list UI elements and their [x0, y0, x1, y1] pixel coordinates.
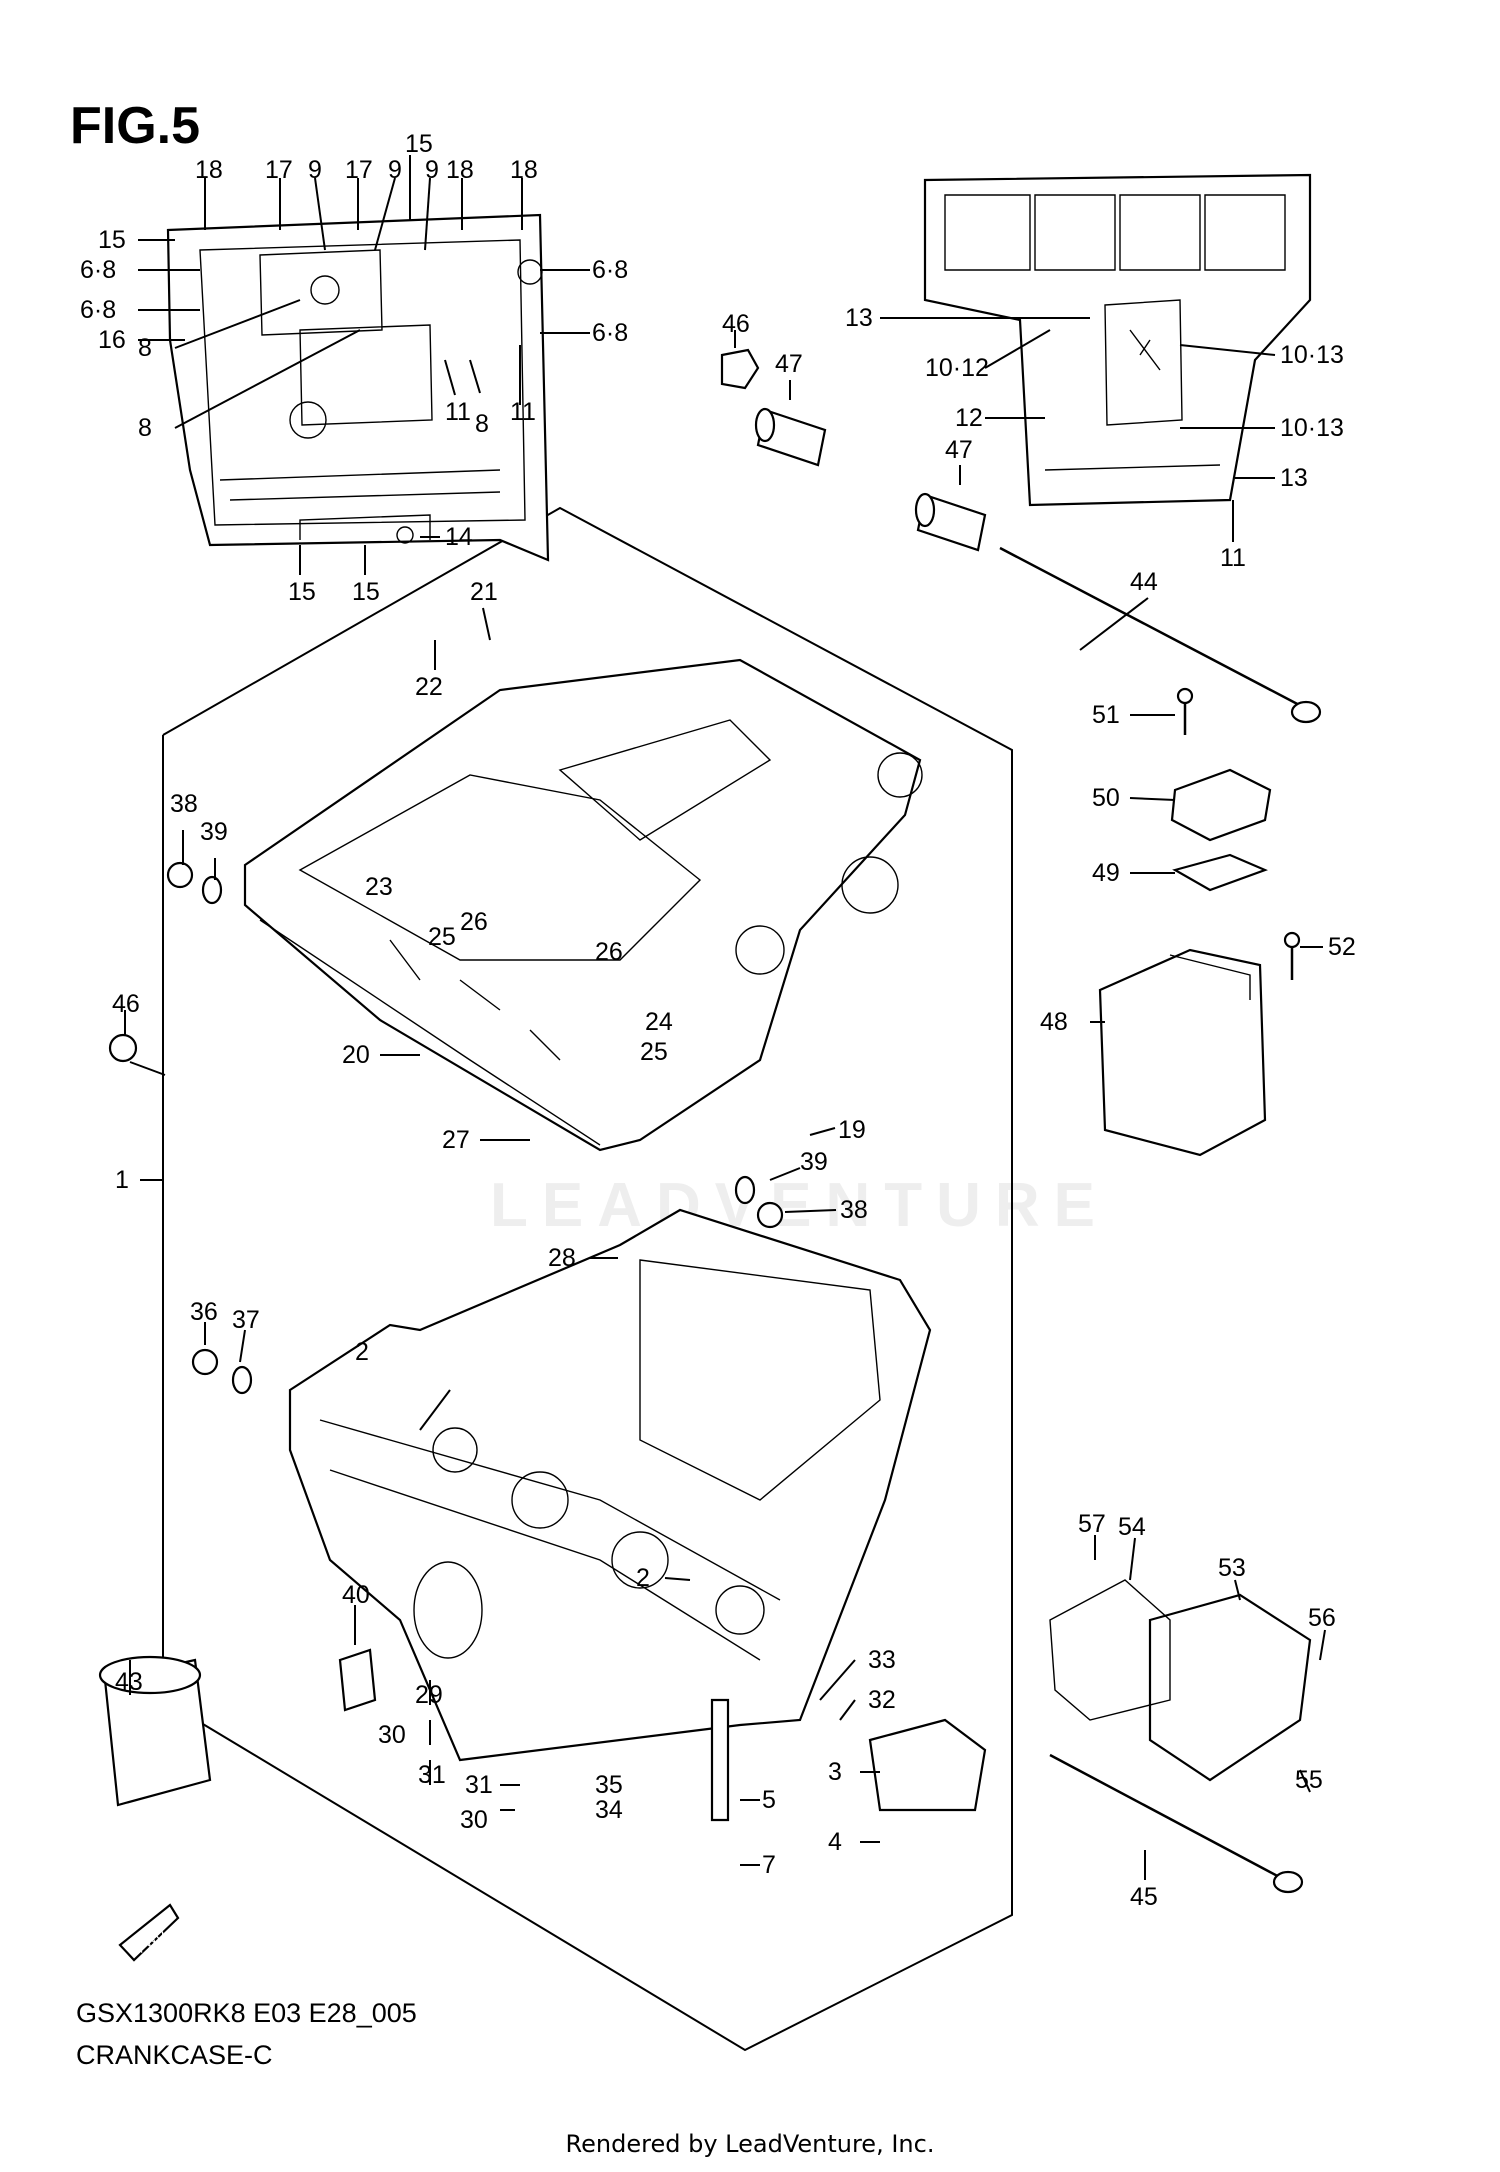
callout-8: 8: [138, 334, 152, 362]
callout-15: 15: [288, 578, 316, 606]
callout-47: 47: [945, 436, 973, 464]
callout-46: 46: [112, 990, 140, 1018]
callout-2: 2: [636, 1564, 650, 1592]
callout-31: 31: [418, 1761, 446, 1789]
callout-30: 30: [378, 1721, 406, 1749]
lower-crankcase: [288, 1208, 932, 1762]
callout-31: 31: [465, 1771, 493, 1799]
callout-38: 38: [840, 1196, 868, 1224]
leader-lines: [124, 155, 1326, 1880]
callout-38: 38: [170, 790, 198, 818]
callout-labels: 18 17 9 17 9 15 9 18 18 15 6·8 6·8 16 8 …: [80, 130, 1356, 1956]
callout-9: 9: [308, 156, 322, 184]
callout-16: 16: [98, 326, 126, 354]
rendered-by-credit: Rendered by LeadVenture, Inc.: [565, 2130, 935, 2158]
callout-47: 47: [775, 350, 803, 378]
callout-25: 25: [428, 923, 456, 951]
callout-39: 39: [800, 1148, 828, 1176]
callout-15: 15: [98, 226, 126, 254]
callout-4: 4: [828, 1828, 842, 1856]
callout-49: 49: [1092, 859, 1120, 887]
callout-18: 18: [510, 156, 538, 184]
callout-34: 34: [595, 1796, 623, 1824]
callout-18: 18: [195, 156, 223, 184]
loose-parts: [98, 348, 1322, 1962]
callout-51: 51: [1092, 701, 1120, 729]
callout-46: 46: [722, 310, 750, 338]
callout-6-8: 6·8: [80, 256, 116, 284]
callout-19: 19: [838, 1116, 866, 1144]
callout-8: 8: [475, 410, 489, 438]
callout-9: 9: [425, 156, 439, 184]
callout-40: 40: [342, 1581, 370, 1609]
callout-22: 22: [415, 673, 443, 701]
callout-12: 12: [955, 404, 983, 432]
callout-53: 53: [1218, 1554, 1246, 1582]
callout-35: 35: [595, 1771, 623, 1799]
callout-37: 37: [232, 1306, 260, 1334]
figure-title: FIG.5: [70, 97, 201, 155]
callout-26: 26: [595, 938, 623, 966]
callout-26: 26: [460, 908, 488, 936]
callout-10-13: 10·13: [1280, 414, 1344, 442]
callout-50: 50: [1092, 784, 1120, 812]
callout-30: 30: [460, 1806, 488, 1834]
callout-57: 57: [1078, 1510, 1106, 1538]
crankcase-bottom-view: [166, 213, 550, 562]
assembly-name: CRANKCASE-C: [76, 2040, 273, 2070]
callout-9: 9: [388, 156, 402, 184]
callout-20: 20: [342, 1041, 370, 1069]
upper-crankcase: [243, 658, 923, 1152]
callout-28: 28: [548, 1244, 576, 1272]
callout-6-8: 6·8: [592, 319, 628, 347]
callout-1: 1: [115, 1166, 129, 1194]
callout-56: 56: [1308, 1604, 1336, 1632]
callout-2: 2: [355, 1338, 369, 1366]
callout-3: 3: [828, 1758, 842, 1786]
callout-6-8: 6·8: [80, 296, 116, 324]
callout-36: 36: [190, 1298, 218, 1326]
callout-7: 7: [762, 1851, 776, 1879]
callout-52: 52: [1328, 933, 1356, 961]
callout-13: 13: [1280, 464, 1308, 492]
callout-18: 18: [446, 156, 474, 184]
callout-39: 39: [200, 818, 228, 846]
callout-33: 33: [868, 1646, 896, 1674]
callout-48: 48: [1040, 1008, 1068, 1036]
callout-17: 17: [345, 156, 373, 184]
callout-11: 11: [1220, 544, 1246, 572]
callout-11: 11: [445, 398, 471, 426]
callout-15: 15: [405, 130, 433, 158]
callout-27: 27: [442, 1126, 470, 1154]
callout-5: 5: [762, 1786, 776, 1814]
callout-15: 15: [352, 578, 380, 606]
model-code: GSX1300RK8 E03 E28_005: [76, 1998, 417, 2028]
callout-21: 21: [470, 578, 498, 606]
callout-17: 17: [265, 156, 293, 184]
callout-54: 54: [1118, 1513, 1146, 1541]
callout-6-8: 6·8: [592, 256, 628, 284]
callout-14: 14: [445, 523, 473, 551]
callout-24: 24: [645, 1008, 673, 1036]
callout-44: 44: [1130, 568, 1158, 596]
callout-13: 13: [845, 304, 873, 332]
callout-8: 8: [138, 414, 152, 442]
callout-10-13: 10·13: [1280, 341, 1344, 369]
callout-29: 29: [415, 1681, 443, 1709]
crankcase-top-view: [923, 173, 1312, 507]
callout-10-12: 10·12: [925, 354, 989, 382]
callout-43: 43: [115, 1668, 143, 1696]
callout-45: 45: [1130, 1883, 1158, 1911]
callout-32: 32: [868, 1686, 896, 1714]
callout-23: 23: [365, 873, 393, 901]
callout-55: 55: [1295, 1766, 1323, 1794]
callout-11: 11: [510, 398, 536, 426]
callout-25: 25: [640, 1038, 668, 1066]
watermark-text: LEADVENTURE: [490, 1171, 1110, 1240]
